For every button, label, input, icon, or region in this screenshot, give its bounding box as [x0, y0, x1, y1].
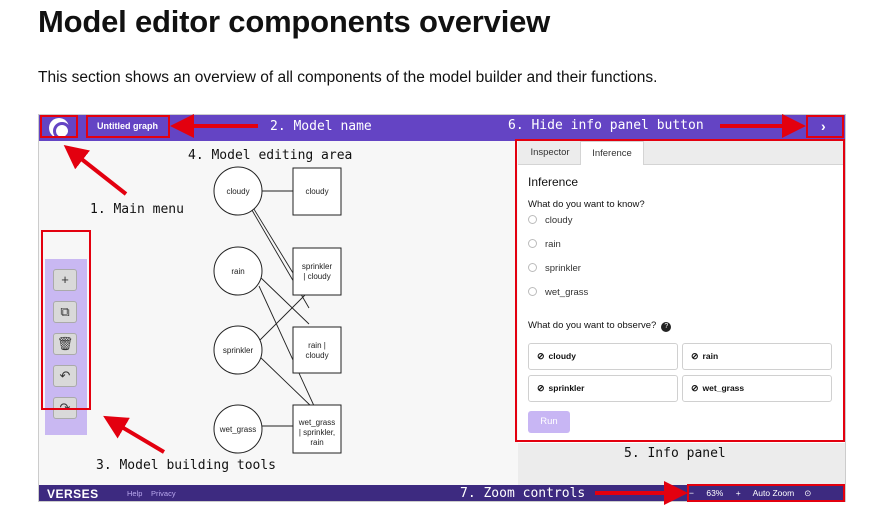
- observe-label: rain: [702, 351, 719, 361]
- radio-icon[interactable]: [528, 239, 537, 248]
- radio-icon[interactable]: [528, 263, 537, 272]
- edge-sprinkler-sprinkler-table: [258, 294, 306, 342]
- edge-rain-wetgrass-table: [258, 285, 316, 409]
- arrow-tools: [103, 415, 166, 454]
- node-label: cloudy: [226, 187, 249, 196]
- know-option[interactable]: sprinkler: [528, 263, 581, 274]
- inference-panel: Inference What do you want to know? clou…: [518, 165, 845, 443]
- node-label: rain: [231, 267, 244, 276]
- observe-label: wet_grass: [702, 383, 745, 393]
- annotation-info-panel: 5. Info panel: [624, 446, 726, 461]
- eye-slash-icon: ⊘: [691, 383, 699, 393]
- eye-slash-icon: ⊘: [537, 351, 545, 361]
- hide-info-panel-button[interactable]: ›: [821, 118, 826, 134]
- observe-label: sprinkler: [548, 383, 585, 393]
- page-title: Model editor components overview: [38, 4, 551, 39]
- know-option-label: sprinkler: [545, 263, 581, 274]
- observe-button-rain[interactable]: ⊘rain: [682, 343, 832, 370]
- auto-zoom-toggle[interactable]: Auto Zoom: [752, 488, 795, 498]
- node-rain[interactable]: [213, 246, 263, 296]
- delete-button[interactable]: 🗑: [53, 333, 77, 355]
- observe-button-wet-grass[interactable]: ⊘wet_grass: [682, 375, 832, 402]
- know-option-label: cloudy: [545, 215, 573, 226]
- bottom-bar: VERSES Help Privacy − 63% + Auto Zoom ⊙: [39, 485, 845, 501]
- table-label: rain |: [308, 341, 326, 350]
- zoom-in-button[interactable]: +: [735, 488, 741, 498]
- brand-logo: VERSES: [47, 487, 99, 501]
- graph-svg: cloudy rain sprinkler wet_grass cloudy s…: [213, 166, 342, 454]
- main-menu-logo-icon[interactable]: [49, 118, 71, 140]
- undo-button[interactable]: ↶: [53, 365, 77, 387]
- eye-slash-icon: ⊘: [537, 383, 545, 393]
- know-option[interactable]: rain: [528, 239, 561, 250]
- know-option[interactable]: cloudy: [528, 215, 572, 226]
- table-label: | cloudy: [303, 272, 330, 281]
- add-node-button[interactable]: +: [53, 269, 77, 291]
- annotation-tools: 3. Model building tools: [96, 458, 277, 473]
- edge-rain-table: [258, 275, 310, 325]
- model-name-field[interactable]: Untitled graph: [97, 121, 158, 131]
- know-question: What do you want to know?: [528, 199, 645, 210]
- model-building-tools: + ⧉ 🗑 ↶ ↷: [45, 259, 87, 435]
- arrow-main-menu: [63, 145, 128, 196]
- annotation-main-menu: 1. Main menu: [90, 202, 184, 217]
- table-sprinkler[interactable]: [292, 247, 342, 296]
- node-label: sprinkler: [223, 346, 254, 355]
- table-label: | sprinkler,: [299, 428, 335, 437]
- annotation-box-info-panel: [515, 139, 845, 442]
- run-button[interactable]: Run: [528, 411, 570, 433]
- annotation-box-hide-button: [806, 115, 844, 138]
- help-link[interactable]: Help: [127, 489, 143, 498]
- copy-button[interactable]: ⧉: [53, 301, 77, 323]
- zoom-controls: − 63% + Auto Zoom ⊙: [689, 488, 821, 499]
- node-wet-grass[interactable]: [213, 404, 263, 454]
- intro-text: This section shows an overview of all co…: [38, 69, 658, 86]
- table-wet-grass[interactable]: [292, 404, 342, 454]
- know-option-label: wet_grass: [545, 287, 589, 298]
- observe-question: What do you want to observe??: [528, 320, 672, 332]
- know-option-label: rain: [545, 239, 561, 250]
- table-label: wet_grass: [298, 418, 335, 427]
- node-sprinkler[interactable]: [213, 325, 263, 375]
- inference-heading: Inference: [528, 175, 579, 189]
- tab-inspector[interactable]: Inspector: [530, 147, 570, 158]
- node-cloudy[interactable]: [213, 166, 263, 216]
- know-option[interactable]: wet_grass: [528, 287, 588, 298]
- annotation-hide-info: 6. Hide info panel button: [508, 118, 704, 133]
- zoom-level: 63%: [706, 488, 724, 498]
- annotation-model-name: 2. Model name: [270, 119, 372, 134]
- node-label: wet_grass: [219, 425, 256, 434]
- table-label: rain: [310, 438, 323, 447]
- annotation-box-tools: [41, 230, 91, 410]
- table-label: cloudy: [305, 187, 328, 196]
- annotation-box-model-name: [86, 115, 170, 138]
- observe-label: cloudy: [548, 351, 576, 361]
- edge-sprinkler-wetgrass-table: [258, 355, 314, 409]
- radio-icon[interactable]: [528, 287, 537, 296]
- info-tabs: Inspector Inference: [518, 141, 845, 165]
- tab-inference[interactable]: Inference: [580, 141, 644, 165]
- table-cloudy[interactable]: [292, 167, 342, 216]
- annotation-zoom: 7. Zoom controls: [460, 486, 586, 501]
- annotation-editing-area: 4. Model editing area: [188, 148, 353, 163]
- zoom-out-button[interactable]: −: [689, 488, 694, 498]
- table-rain[interactable]: [292, 326, 342, 374]
- info-panel: Inspector Inference Inference What do yo…: [518, 141, 845, 485]
- toggle-icon[interactable]: ⊙: [804, 488, 812, 498]
- eye-slash-icon: ⊘: [691, 351, 699, 361]
- observe-question-label: What do you want to observe?: [528, 320, 657, 331]
- table-label: cloudy: [305, 351, 328, 360]
- radio-icon[interactable]: [528, 215, 537, 224]
- help-icon[interactable]: ?: [661, 322, 672, 332]
- observe-button-sprinkler[interactable]: ⊘sprinkler: [528, 375, 678, 402]
- privacy-link[interactable]: Privacy: [151, 489, 176, 498]
- observe-button-cloudy[interactable]: ⊘cloudy: [528, 343, 678, 370]
- annotation-box-zoom: [687, 484, 845, 502]
- annotation-box-main-menu: [40, 115, 78, 138]
- table-label: sprinkler: [302, 262, 333, 271]
- edge-cloudy-sprinkler-table: [248, 200, 294, 274]
